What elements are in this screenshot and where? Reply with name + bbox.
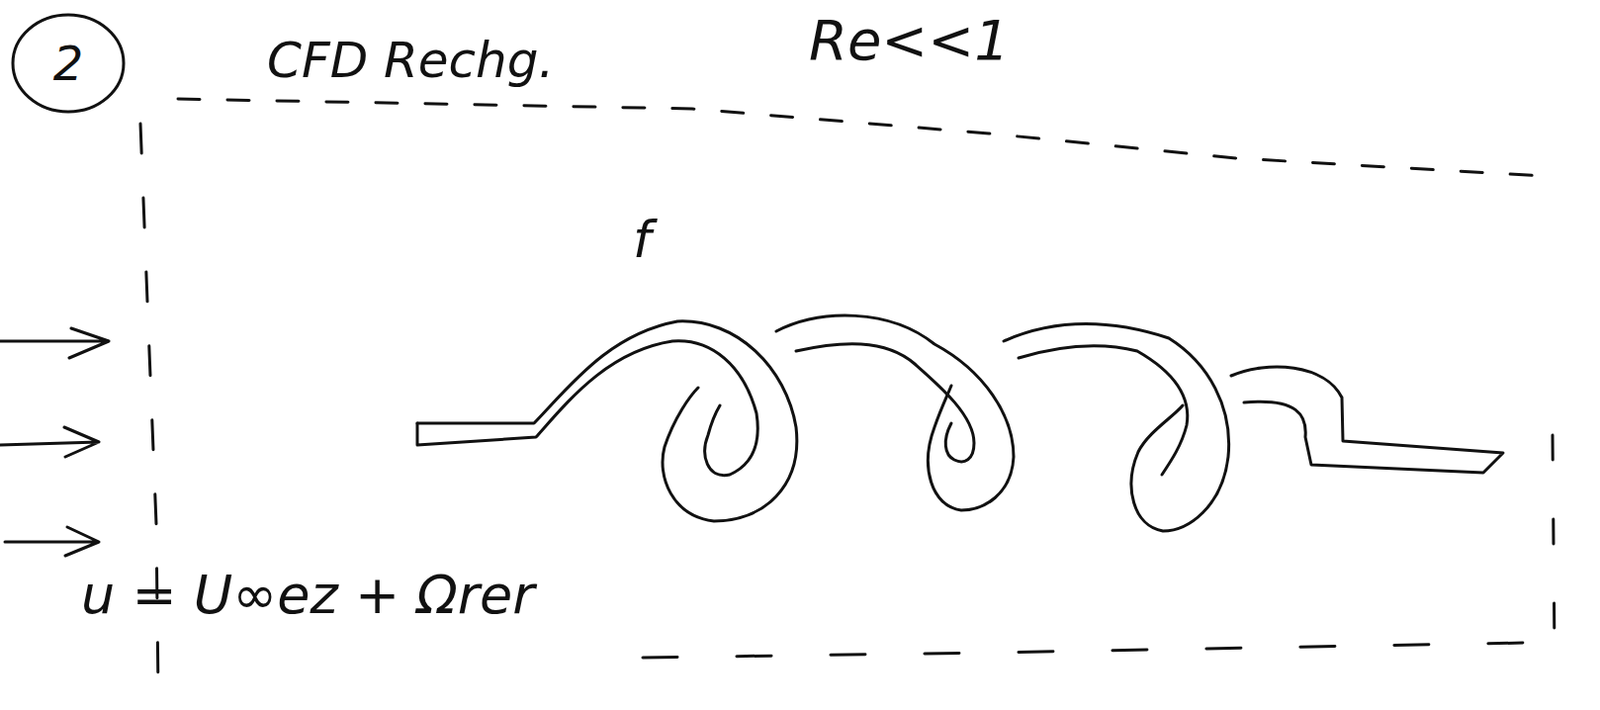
handwritten-label: f	[632, 209, 651, 269]
inflow-arrow	[4, 527, 99, 556]
handwritten-label: CFD Rechg.	[266, 31, 554, 89]
handwritten-label: u = U∞ez + Ωrer	[81, 563, 534, 626]
domain-boundary	[177, 98, 1543, 177]
inflow-arrow	[0, 427, 99, 457]
domain-boundary	[642, 642, 1528, 658]
coiled-body	[417, 315, 1504, 532]
handwritten-label: Re<<1	[808, 7, 1010, 73]
number-text: 2	[53, 35, 85, 91]
inflow-arrow	[0, 328, 109, 358]
outlet-boundary	[1552, 435, 1555, 653]
circled-number: 2	[9, 11, 127, 115]
